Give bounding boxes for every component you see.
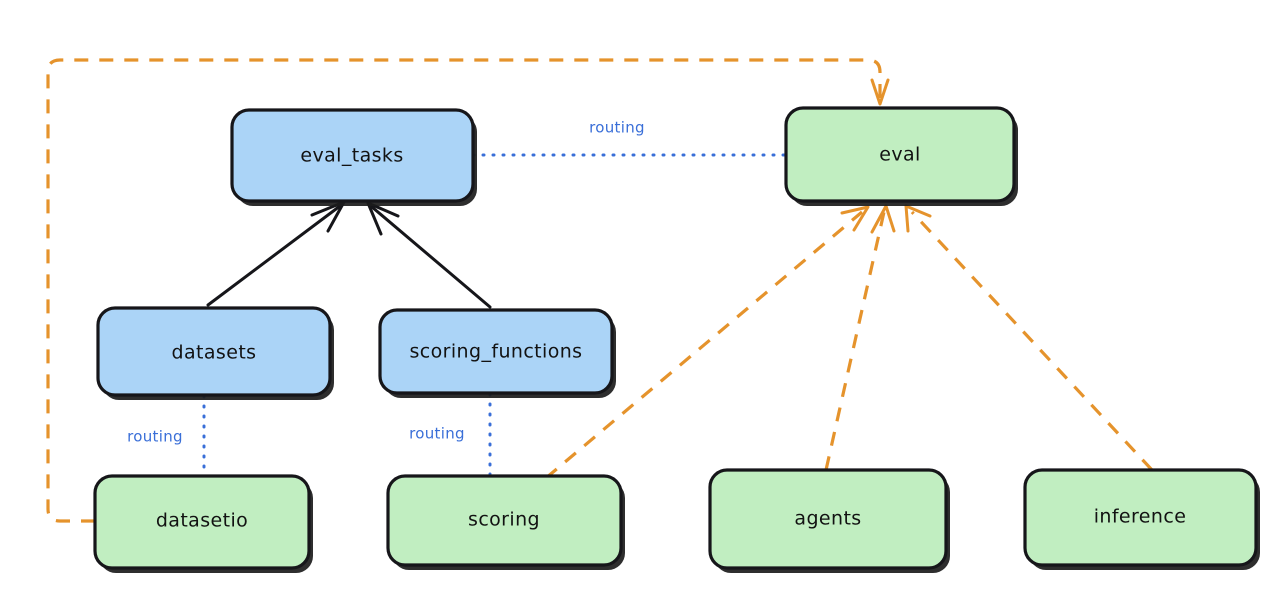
node-datasets-label: datasets bbox=[172, 342, 257, 364]
node-inference[interactable]: inference bbox=[1023, 468, 1260, 570]
arrowhead-eval-bottom-1 bbox=[840, 205, 870, 232]
node-eval[interactable]: eval bbox=[784, 106, 1018, 206]
edge-agents-to-eval bbox=[824, 204, 896, 471]
node-scoring-functions-label: scoring_functions bbox=[410, 341, 583, 363]
node-agents-label: agents bbox=[794, 508, 861, 530]
edge-datasets-to-datasetio: routing bbox=[127, 394, 206, 478]
node-scoring-functions-box[interactable] bbox=[378, 308, 614, 395]
node-datasetio-box[interactable] bbox=[93, 474, 311, 570]
edge-label-routing-middle: routing bbox=[409, 425, 465, 443]
edge-label-routing-left: routing bbox=[127, 428, 183, 446]
node-datasetio-label: datasetio bbox=[156, 510, 248, 532]
node-inference-label: inference bbox=[1094, 506, 1187, 528]
node-eval-box[interactable] bbox=[784, 106, 1016, 203]
edge-inference-to-eval bbox=[904, 204, 1154, 472]
node-scoring-box[interactable] bbox=[386, 474, 623, 567]
node-agents[interactable]: agents bbox=[708, 468, 950, 573]
node-scoring[interactable]: scoring bbox=[386, 474, 625, 570]
edge-scoring-to-eval bbox=[544, 205, 870, 480]
node-inference-box[interactable] bbox=[1023, 468, 1258, 567]
edge-label-routing-top: routing bbox=[589, 119, 645, 137]
node-datasetio[interactable]: datasetio bbox=[93, 474, 313, 573]
node-eval-tasks-box[interactable] bbox=[230, 108, 475, 203]
node-eval-label: eval bbox=[879, 144, 920, 166]
node-eval-tasks[interactable]: eval_tasks bbox=[230, 108, 477, 206]
edge-datasets-to-eval-tasks bbox=[206, 200, 346, 307]
node-scoring-functions[interactable]: scoring_functions bbox=[378, 308, 616, 398]
edge-scoring-functions-to-eval-tasks bbox=[366, 201, 492, 309]
node-agents-box[interactable] bbox=[708, 468, 948, 570]
edge-scoring-functions-to-scoring: routing bbox=[409, 392, 492, 478]
node-datasets[interactable]: datasets bbox=[96, 306, 334, 400]
edge-eval-tasks-to-eval: routing bbox=[471, 119, 788, 157]
arrowhead-eval-top bbox=[870, 78, 890, 106]
node-eval-tasks-label: eval_tasks bbox=[300, 145, 403, 167]
node-scoring-label: scoring bbox=[468, 509, 540, 531]
edge-datasetio-to-eval bbox=[46, 58, 890, 523]
node-datasets-box[interactable] bbox=[96, 306, 332, 397]
